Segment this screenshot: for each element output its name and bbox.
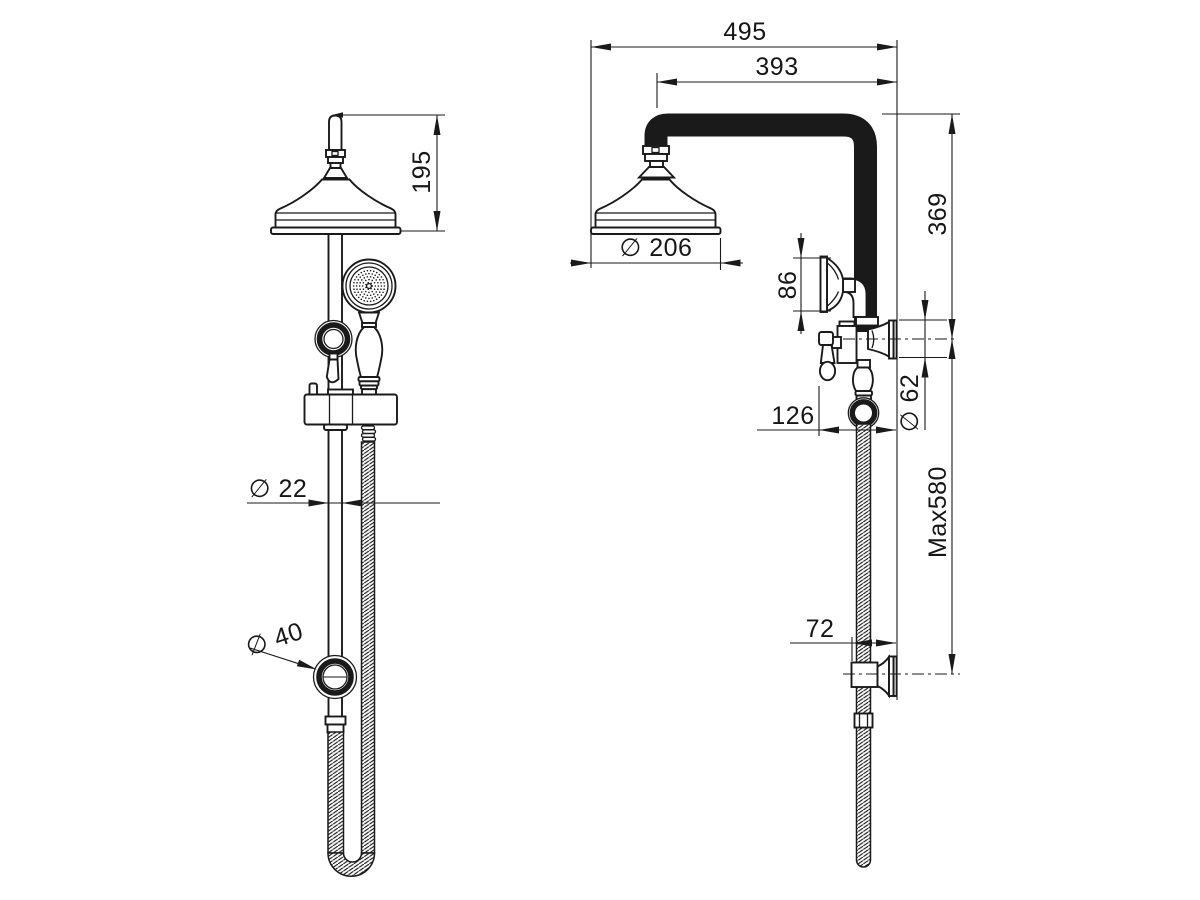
dim-label-rail-travel-max: Max580 bbox=[924, 466, 952, 558]
dimensions-side: 495 393 ∅ 206 86 ∅ 62 369 Max580 bbox=[570, 18, 960, 700]
hose-u-bend bbox=[327, 852, 376, 877]
hand-shower-side bbox=[852, 319, 898, 405]
spray-face-dots bbox=[352, 269, 386, 303]
inlet-escutcheon-cone bbox=[826, 256, 844, 313]
slider-bracket-front bbox=[303, 382, 398, 442]
hand-shower-hose-front bbox=[327, 441, 376, 877]
shower-rose-side bbox=[590, 178, 722, 235]
rail-front bbox=[327, 231, 343, 719]
shower-arm-side bbox=[644, 113, 877, 332]
hose-spring-front bbox=[360, 425, 377, 442]
dim-label-handset-face-diameter: ∅ 62 bbox=[896, 374, 924, 433]
hand-shower-hose-side bbox=[847, 397, 880, 868]
hand-shower-front bbox=[341, 258, 397, 399]
dim-label-bottom-bracket-projection: 72 bbox=[806, 615, 835, 643]
hand-shower-handle-front bbox=[354, 326, 384, 378]
lower-bracket-side bbox=[850, 654, 898, 699]
rail-bottom-nut-front bbox=[324, 715, 347, 734]
wall-inlet-elbow-side bbox=[819, 255, 879, 327]
dim-label-inlet-flange-height: 86 bbox=[774, 271, 802, 300]
hand-shower-handle-side bbox=[852, 366, 874, 392]
diverter-side bbox=[818, 320, 858, 382]
side-view bbox=[590, 113, 898, 868]
top-pipe-front bbox=[322, 114, 349, 179]
shower-rose-front bbox=[270, 178, 402, 235]
diverter-lever-side bbox=[819, 344, 836, 364]
diverter-knob-front bbox=[314, 319, 353, 384]
dim-label-drop-to-handset: 369 bbox=[924, 192, 952, 235]
dim-label-rail-diameter: ∅ 22 bbox=[249, 475, 308, 503]
dim-label-head-centre-projection: 393 bbox=[755, 53, 798, 81]
dim-label-head-height: 195 bbox=[408, 150, 436, 193]
inlet-escutcheon-flange bbox=[819, 255, 828, 313]
hose-nut-side bbox=[853, 712, 874, 729]
dim-label-overall-projection: 495 bbox=[723, 18, 766, 46]
ball-joint-side bbox=[636, 145, 677, 179]
lower-bracket-front bbox=[312, 654, 358, 700]
dim-label-head-diameter: ∅ 206 bbox=[620, 234, 693, 262]
diverter-lever-front bbox=[325, 358, 340, 384]
front-view bbox=[270, 114, 402, 877]
dim-label-handset-projection: 126 bbox=[771, 402, 814, 430]
dim-label-bottom-bracket-diameter: ∅ 40 bbox=[242, 617, 306, 662]
